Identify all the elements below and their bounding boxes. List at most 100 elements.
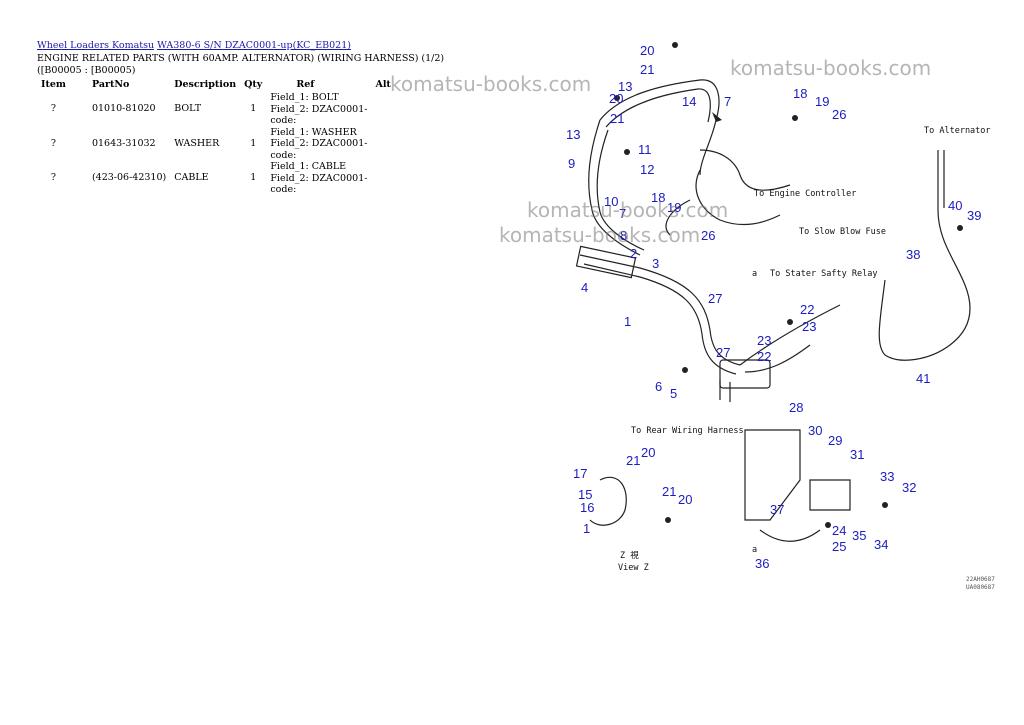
svg-text:1: 1 — [624, 314, 631, 329]
svg-text:26: 26 — [832, 107, 846, 122]
svg-text:36: 36 — [755, 556, 769, 571]
svg-text:35: 35 — [852, 528, 866, 543]
cell-alt — [371, 161, 394, 196]
svg-text:20: 20 — [609, 91, 623, 106]
ref-code: code: — [270, 184, 297, 195]
svg-text:24: 24 — [832, 523, 846, 538]
breadcrumb-link-model[interactable]: WA380-6 S/N DZAC0001-up(KC_EB021) — [157, 40, 351, 51]
cell-ref: Field_1: BOLT Field_2: DZAC0001- code: — [266, 92, 371, 127]
svg-text:22: 22 — [757, 349, 771, 364]
cell-desc: BOLT — [174, 103, 202, 114]
svg-text:18: 18 — [793, 86, 807, 101]
svg-text:21: 21 — [610, 111, 624, 126]
svg-text:21: 21 — [640, 62, 654, 77]
svg-text:15: 15 — [578, 487, 592, 502]
svg-text:22: 22 — [800, 302, 814, 317]
col-ref: Ref — [296, 79, 315, 90]
col-alt: Alt — [375, 79, 391, 90]
svg-text:17: 17 — [573, 466, 587, 481]
svg-text:14: 14 — [682, 94, 696, 109]
cell-partno: 01643-31032 — [91, 137, 156, 149]
alternator-cable — [878, 150, 971, 361]
svg-text:20: 20 — [678, 492, 692, 507]
harness-main — [579, 254, 741, 366]
svg-text:38: 38 — [906, 247, 920, 262]
col-description: Description — [174, 79, 237, 90]
label-to-rear-wiring-harness: To Rear Wiring Harness — [631, 426, 744, 436]
svg-text:9: 9 — [568, 156, 575, 171]
col-partno: PartNo — [91, 79, 130, 90]
table-header-row: Item PartNo Description Qty Ref Alt — [37, 79, 395, 92]
svg-text:7: 7 — [619, 206, 626, 221]
harness-sleeve — [575, 245, 637, 279]
svg-text:13: 13 — [566, 127, 580, 142]
label-a-upper: a — [752, 269, 757, 279]
svg-text:16: 16 — [580, 500, 594, 515]
svg-text:19: 19 — [667, 200, 681, 215]
table-row: ? 01643-31032 WASHER 1 Field_1: WASHER F… — [37, 127, 395, 162]
svg-text:10: 10 — [604, 194, 618, 209]
svg-text:41: 41 — [916, 371, 930, 386]
cell-qty: 1 — [250, 137, 257, 149]
cell-desc: CABLE — [174, 172, 209, 183]
svg-text:20: 20 — [640, 43, 654, 58]
watermark: komatsu-books.com — [527, 198, 729, 222]
svg-text:21: 21 — [662, 484, 676, 499]
svg-text:37: 37 — [770, 502, 784, 517]
diagram-code-2: UA080687 — [966, 584, 995, 591]
breadcrumb: Wheel Loaders Komatsu WA380-6 S/N DZAC00… — [37, 40, 351, 51]
cell-alt — [371, 92, 394, 127]
cell-ref: Field_1: CABLE Field_2: DZAC0001- code: — [266, 161, 371, 196]
label-to-starter-safety-relay: To Stater Safty Relay — [770, 269, 877, 279]
cell-item: ? — [50, 103, 57, 114]
ref-field-1: Field_1: BOLT — [270, 92, 339, 103]
cell-ref: Field_1: WASHER Field_2: DZAC0001- code: — [266, 127, 371, 162]
svg-text:39: 39 — [967, 208, 981, 223]
ref-code: code: — [270, 115, 297, 126]
cell-desc: WASHER — [174, 137, 220, 149]
svg-text:11: 11 — [638, 142, 652, 157]
harness-upper — [599, 79, 720, 176]
label-a-lower: a — [752, 545, 757, 555]
svg-text:4: 4 — [581, 280, 588, 295]
svg-text:7: 7 — [724, 94, 731, 109]
col-qty: Qty — [244, 79, 263, 90]
svg-text:20: 20 — [641, 445, 655, 460]
svg-text:25: 25 — [832, 539, 846, 554]
breadcrumb-link-model-family[interactable]: Wheel Loaders Komatsu — [37, 40, 155, 51]
svg-text:40: 40 — [948, 198, 962, 213]
svg-text:29: 29 — [828, 433, 842, 448]
svg-text:21: 21 — [626, 453, 640, 468]
cell-item: ? — [50, 172, 57, 183]
svg-text:13: 13 — [618, 79, 632, 94]
ref-field-2: Field_2: DZAC0001- — [270, 172, 368, 184]
col-item: Item — [41, 79, 66, 90]
watermark: komatsu-books.com — [499, 223, 701, 247]
svg-text:28: 28 — [789, 400, 803, 415]
svg-text:6: 6 — [655, 379, 662, 394]
cell-qty: 1 — [250, 172, 257, 183]
svg-text:8: 8 — [620, 228, 627, 243]
diagram-code-1: 22AH0687 — [966, 576, 995, 583]
svg-text:30: 30 — [808, 423, 822, 438]
svg-text:34: 34 — [874, 537, 888, 552]
ref-field-1: Field_1: WASHER — [270, 126, 357, 138]
cell-partno: (423-06-42310) — [91, 172, 167, 183]
parts-table: Item PartNo Description Qty Ref Alt ? 01… — [37, 79, 395, 196]
svg-text:31: 31 — [850, 447, 864, 462]
svg-text:5: 5 — [670, 386, 677, 401]
svg-text:3: 3 — [652, 256, 659, 271]
label-to-slow-blow-fuse: To Slow Blow Fuse — [799, 227, 886, 237]
ref-code: code: — [270, 149, 297, 161]
ref-field-1: Field_1: CABLE — [270, 161, 347, 172]
svg-text:18: 18 — [651, 190, 665, 205]
watermark: komatsu-books.com — [390, 72, 592, 96]
table-row: ? 01010-81020 BOLT 1 Field_1: BOLT Field… — [37, 92, 395, 127]
ref-field-2: Field_2: DZAC0001- — [270, 103, 368, 115]
svg-text:23: 23 — [802, 319, 816, 334]
svg-text:2: 2 — [630, 246, 637, 261]
svg-text:12: 12 — [640, 162, 654, 177]
cell-item: ? — [50, 137, 57, 149]
